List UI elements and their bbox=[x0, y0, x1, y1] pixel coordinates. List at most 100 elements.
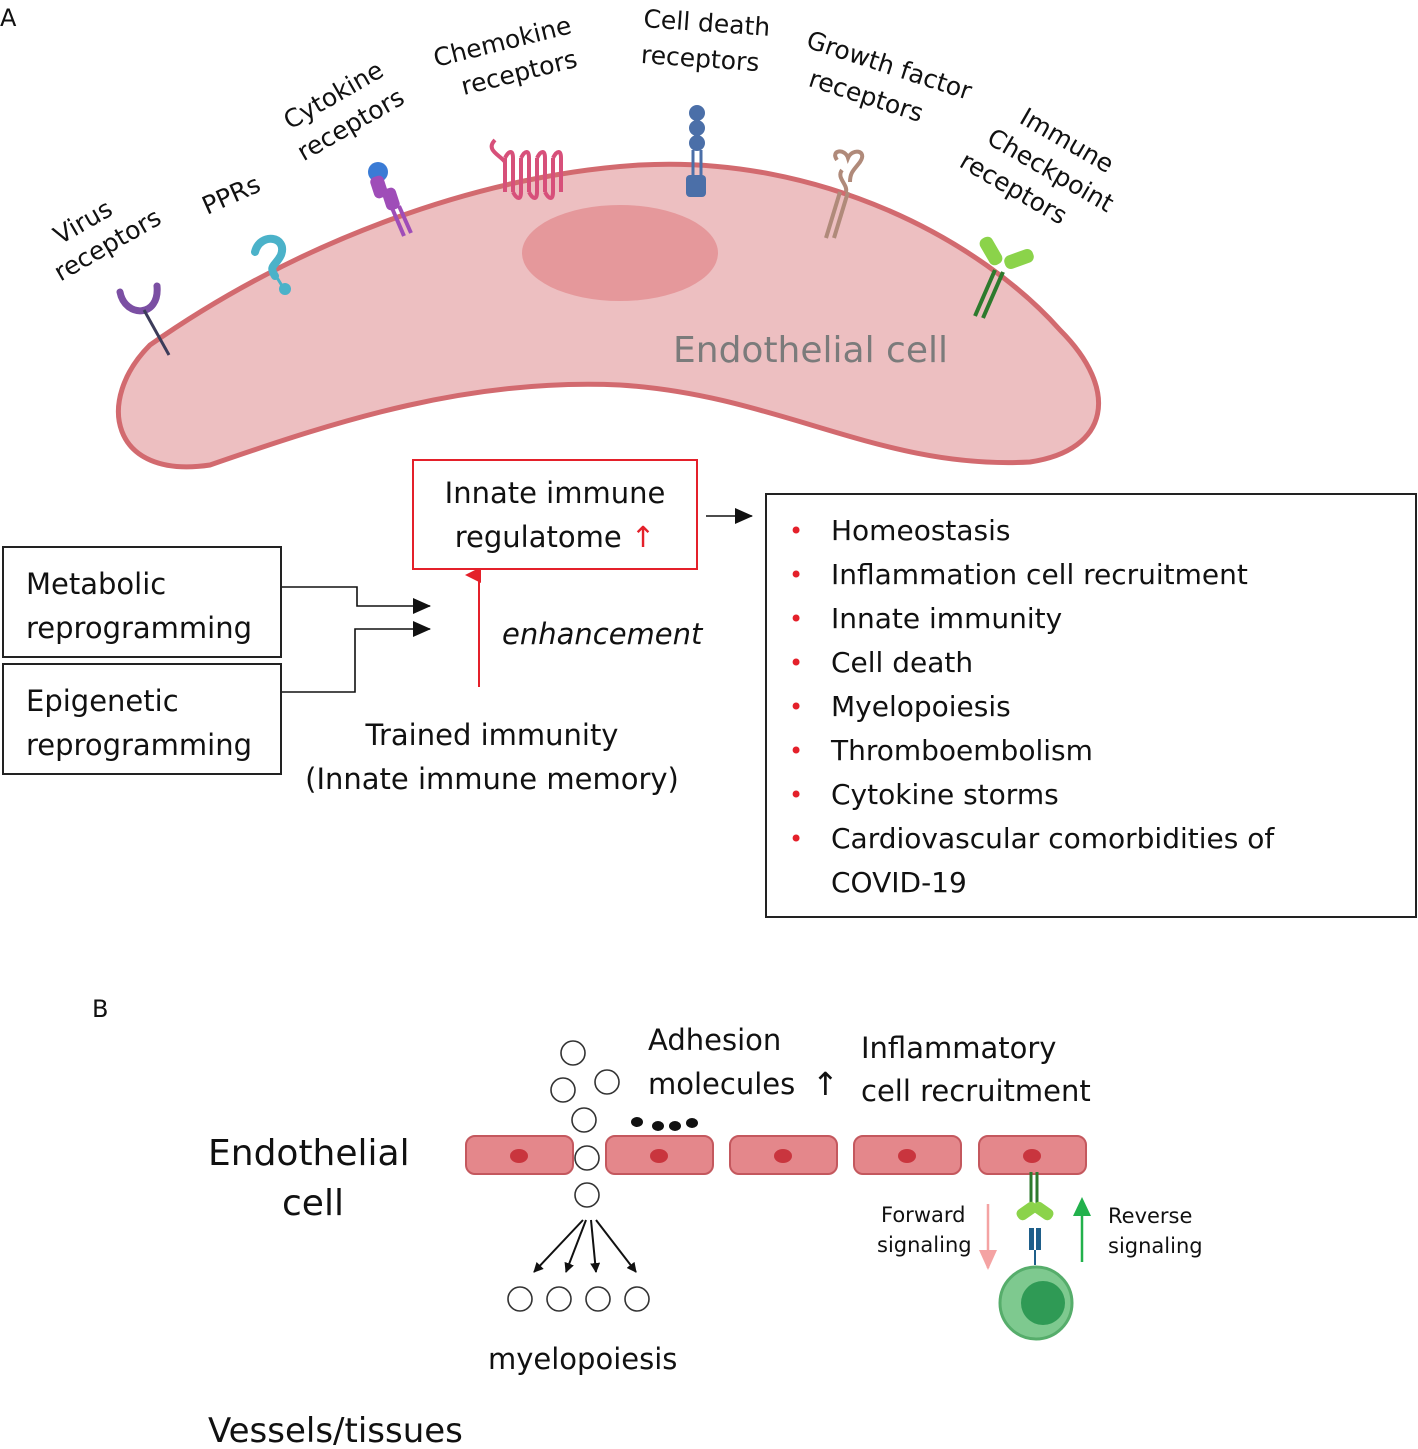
endothelial-nucleus-4 bbox=[898, 1149, 916, 1163]
cell-death-receptor-label-line1: Cell death bbox=[643, 4, 772, 42]
forward-signaling-label: Forward signaling bbox=[877, 1203, 972, 1257]
immune-cell-nucleus bbox=[1021, 1281, 1065, 1325]
adhesion-molecules-label: Adhesion molecules bbox=[648, 1023, 795, 1101]
regulatome-up-arrow-icon: ↑ bbox=[630, 520, 656, 554]
bullet-icon: • bbox=[789, 605, 804, 633]
checkpoint-interaction bbox=[998, 1172, 1074, 1341]
growth-factor-receptor-icon bbox=[824, 149, 865, 239]
bullet-icon: • bbox=[789, 693, 804, 721]
immune-checkpoint-receptor-icon bbox=[973, 236, 1034, 319]
endothelial-cell-body bbox=[116, 161, 1102, 470]
myelopoiesis-label: myelopoiesis bbox=[488, 1342, 677, 1376]
outcome-text: Cardiovascular comorbidities of bbox=[831, 822, 1275, 855]
outcome-text: Innate immunity bbox=[831, 602, 1063, 635]
outcomes-box: •Homeostasis •Inflammation cell recruitm… bbox=[765, 493, 1417, 918]
adhesion-label-line1: Adhesion bbox=[648, 1023, 781, 1057]
leukocyte-4 bbox=[571, 1107, 597, 1133]
metabolic-line2: reprogramming bbox=[26, 611, 253, 645]
trained-immunity-line2: (Innate immune memory) bbox=[305, 762, 679, 796]
endothelial-label-line2: cell bbox=[282, 1183, 344, 1224]
enhancement-label: enhancement bbox=[502, 617, 703, 651]
trained-immunity-label: Trained immunity (Innate immune memory) bbox=[292, 713, 692, 801]
regulatome-line2: regulatome bbox=[454, 520, 622, 554]
outcome-item: •Cytokine storms bbox=[767, 773, 1415, 817]
progenitor-3 bbox=[585, 1286, 611, 1312]
outcome-item: • Cell death bbox=[767, 641, 1415, 685]
forward-signaling-arrowhead-icon bbox=[979, 1250, 997, 1270]
reverse-label-line2: signaling bbox=[1108, 1234, 1203, 1258]
cytokine-receptor-label: Cytokine receptors bbox=[275, 51, 412, 167]
virus-receptor-label: Virus receptors bbox=[33, 175, 166, 287]
leukocyte-5 bbox=[574, 1145, 600, 1171]
endothelial-monolayer bbox=[465, 1135, 1087, 1175]
outcome-text: Thromboembolism bbox=[831, 734, 1093, 767]
outcome-text: Cell death bbox=[831, 646, 974, 679]
bullet-icon: • bbox=[789, 517, 804, 545]
metabolic-connector bbox=[282, 586, 431, 614]
transmigrating-cells bbox=[550, 1040, 620, 1208]
outcome-item: • Homeostasis bbox=[767, 509, 1415, 553]
reverse-signaling-arrowhead-icon bbox=[1073, 1197, 1091, 1216]
chemokine-receptor-label: Chemokine receptors bbox=[430, 9, 590, 106]
immune-checkpoint-receptor-label: Immune Checkpoint receptors bbox=[955, 87, 1143, 251]
forward-label-line1: Forward bbox=[881, 1203, 965, 1227]
outcome-text: Cytokine storms bbox=[831, 778, 1059, 811]
cell-death-receptor-icon bbox=[686, 105, 706, 197]
reverse-signaling-label: Reverse signaling bbox=[1108, 1204, 1203, 1258]
reverse-label-line1: Reverse bbox=[1108, 1204, 1192, 1228]
epigenetic-connector bbox=[280, 621, 431, 693]
adhesion-up-arrow-icon: ↑ bbox=[812, 1065, 839, 1103]
bullet-icon: • bbox=[789, 825, 804, 853]
leukocyte-6 bbox=[574, 1182, 600, 1208]
cytokine-receptor-icon bbox=[368, 162, 413, 237]
progenitor-cells bbox=[507, 1286, 650, 1312]
virus-receptor-icon bbox=[116, 282, 171, 356]
epigenetic-reprogramming-box: Epigenetic reprogramming bbox=[2, 663, 282, 775]
progenitor-2 bbox=[546, 1286, 572, 1312]
bullet-icon: • bbox=[789, 737, 804, 765]
metabolic-reprogramming-box: Metabolic reprogramming bbox=[2, 546, 282, 658]
leukocyte-2 bbox=[550, 1077, 576, 1103]
forward-label-line2: signaling bbox=[877, 1233, 972, 1257]
bullet-icon: • bbox=[789, 649, 804, 677]
innate-immune-regulatome-box: Innate immune regulatome ↑ bbox=[412, 459, 698, 570]
outcome-text: Homeostasis bbox=[831, 514, 1011, 547]
endothelial-nucleus-3 bbox=[774, 1149, 792, 1163]
epigenetic-line1: Epigenetic bbox=[26, 684, 179, 718]
panel-a-label: A bbox=[0, 4, 17, 32]
cell-death-receptor-label: Cell death receptors bbox=[640, 4, 779, 78]
myelopoiesis-arrows bbox=[533, 1219, 637, 1273]
inflammatory-label-line2: cell recruitment bbox=[861, 1074, 1091, 1108]
ppr-label: PPRs bbox=[198, 169, 265, 220]
outcome-text: Myelopoiesis bbox=[831, 690, 1011, 723]
endothelial-label-line1: Endothelial bbox=[208, 1133, 410, 1174]
progenitor-4 bbox=[624, 1286, 650, 1312]
adhesion-molecule-dots bbox=[631, 1117, 698, 1131]
outcome-text: COVID-19 bbox=[831, 866, 967, 899]
cell-death-receptor-label-line2: receptors bbox=[640, 40, 760, 77]
growth-factor-receptor-label: Growth factor receptors bbox=[792, 25, 983, 142]
adhesion-label-line2: molecules bbox=[648, 1067, 795, 1101]
trained-immunity-line1: Trained immunity bbox=[365, 718, 619, 752]
endothelial-nucleus-1 bbox=[510, 1149, 528, 1163]
outcome-item-continuation: COVID-19 bbox=[767, 861, 1415, 905]
outcomes-list: •Homeostasis •Inflammation cell recruitm… bbox=[767, 509, 1415, 905]
cell-nucleus bbox=[522, 205, 718, 301]
panel-b-label: B bbox=[92, 995, 108, 1023]
inflammatory-label-line1: Inflammatory bbox=[861, 1031, 1056, 1065]
progenitor-1 bbox=[507, 1286, 533, 1312]
leukocyte-3 bbox=[594, 1069, 620, 1095]
outcome-item: • Myelopoiesis bbox=[767, 685, 1415, 729]
vessels-tissues-label: Vessels/tissues bbox=[208, 1411, 463, 1449]
outcome-text: Inflammation cell recruitment bbox=[831, 558, 1248, 591]
regulatome-line2-wrap: regulatome ↑ bbox=[414, 515, 696, 559]
endothelial-cell-label: Endothelial cell bbox=[673, 330, 948, 371]
outcome-item: • Cardiovascular comorbidities of bbox=[767, 817, 1415, 861]
outcome-item: •Inflammation cell recruitment bbox=[767, 553, 1415, 597]
chemokine-receptor-icon bbox=[489, 138, 563, 200]
metabolic-line1: Metabolic bbox=[26, 567, 167, 601]
endothelial-cell-label-b: Endothelial cell bbox=[208, 1133, 421, 1224]
inflammatory-recruitment-label: Inflammatory cell recruitment bbox=[861, 1031, 1091, 1108]
ppr-receptor-icon bbox=[251, 234, 291, 295]
